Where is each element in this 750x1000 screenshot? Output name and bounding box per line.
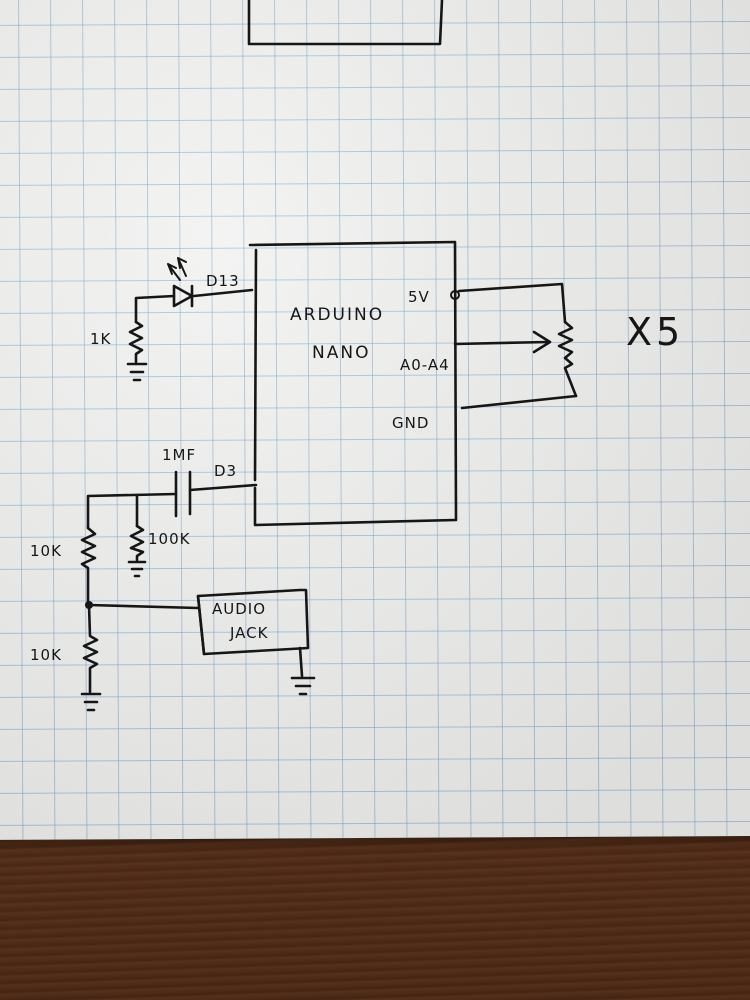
previous-box [247, 0, 444, 46]
capacitor-left-wire [86, 492, 178, 530]
ground-icon-pulldown [127, 560, 147, 578]
led-to-resistor-wire [134, 294, 176, 324]
pot-gnd-wire [460, 394, 578, 410]
led-icon [167, 257, 194, 308]
divider-top-resistor-icon [80, 526, 97, 606]
pot-5v-wire [457, 282, 567, 324]
jack-signal-wire [87, 603, 200, 610]
divider-bottom-resistor-icon [82, 603, 99, 694]
divider-bottom-value: 10K [30, 646, 62, 664]
pulldown-resistor-icon [129, 524, 145, 562]
led-resistor-icon [128, 320, 144, 364]
audio-jack-label-line1: AUDIO [212, 600, 266, 618]
pin-d3-label: D3 [214, 462, 237, 480]
pulldown-value: 100K [148, 530, 191, 548]
jack-ground-wire [298, 646, 304, 678]
board-label-line1: ARDUINO [290, 305, 384, 325]
led-resistor-value: 1K [90, 330, 112, 348]
multiplier-label: X5 [626, 310, 684, 354]
pin-5v-node [450, 290, 460, 300]
pin-5v-label: 5V [408, 288, 430, 306]
pin-d13-label: D13 [206, 272, 240, 290]
capacitor-value: 1MF [162, 446, 196, 464]
arrowhead-icon [532, 330, 552, 354]
divider-top-value: 10K [30, 542, 62, 560]
ground-icon-jack [290, 676, 316, 696]
arduino-nano-box [248, 240, 458, 527]
d13-wire [192, 288, 254, 298]
pot-icon [557, 320, 578, 398]
pot-wiper-arrow [453, 340, 550, 346]
ground-icon-divider [80, 692, 102, 712]
pin-gnd-label: GND [392, 414, 429, 432]
audio-jack-label-line2: JACK [229, 624, 269, 642]
board-label-line2: NANO [312, 343, 370, 363]
capacitor-icon [174, 470, 192, 518]
pin-analog-label: A0-A4 [400, 356, 450, 374]
ground-icon-led [126, 362, 148, 382]
d3-wire [188, 483, 258, 492]
